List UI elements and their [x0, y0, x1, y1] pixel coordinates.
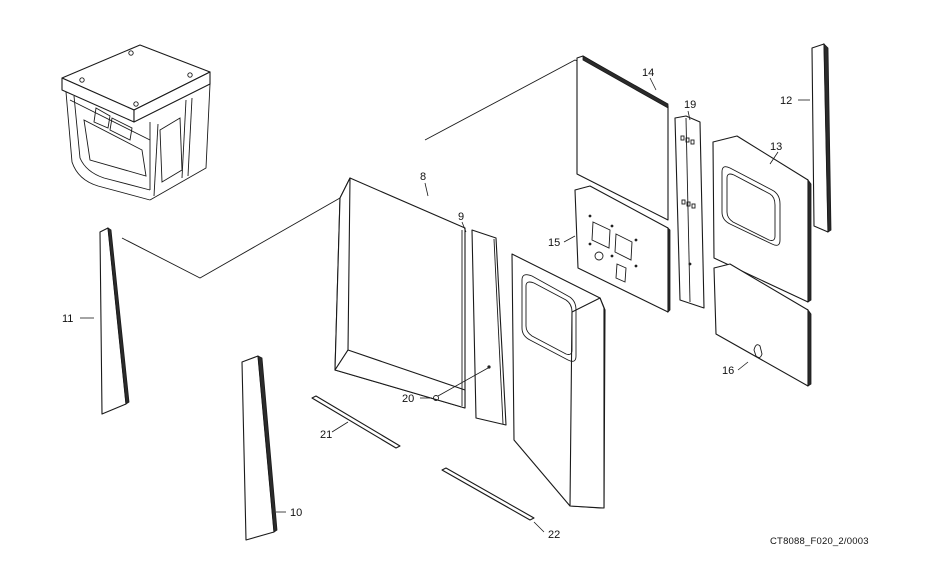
callout-10: 10: [290, 507, 302, 519]
part-22-seal-strip: [441, 467, 535, 521]
callout-19: 19: [684, 99, 696, 111]
callout-13: 13: [770, 141, 782, 153]
part-16-lower-panel: [713, 263, 812, 387]
callout-8: 8: [420, 171, 426, 183]
part-19-mounting-strip: [674, 115, 705, 309]
callout-15: 15: [548, 237, 560, 249]
callout-14: 14: [642, 67, 654, 79]
part-13-window-panel: [712, 135, 812, 303]
callout-labels: 8 9 10 11 12 13 14 15 16 19 20 21 22: [62, 67, 792, 541]
cab-assembly-overview: [61, 44, 211, 201]
callout-9: 9: [458, 211, 464, 223]
part-20-fastener: [433, 365, 491, 401]
leader-lines: [80, 77, 810, 533]
callout-22: 22: [548, 529, 560, 541]
callout-12: 12: [780, 95, 792, 107]
front-window-panel: [511, 253, 606, 509]
callout-20: 20: [402, 393, 414, 405]
callout-11: 11: [62, 313, 73, 325]
part-11-tapered-post: [99, 227, 130, 415]
part-21-seal-strip: [311, 395, 401, 449]
part-10-tapered-post: [241, 355, 278, 541]
part-8-rear-panel: [334, 177, 466, 409]
connection-line-lower: [121, 197, 341, 279]
callout-16: 16: [722, 365, 734, 377]
drawing-reference-code: CT8088_F020_2/0003: [770, 536, 869, 547]
part-9-side-panel: [471, 229, 507, 426]
part-12-strip: [811, 43, 832, 233]
callout-21: 21: [320, 429, 332, 441]
part-15-instrument-panel: [574, 185, 671, 313]
part-14-upper-panel: [576, 55, 669, 221]
